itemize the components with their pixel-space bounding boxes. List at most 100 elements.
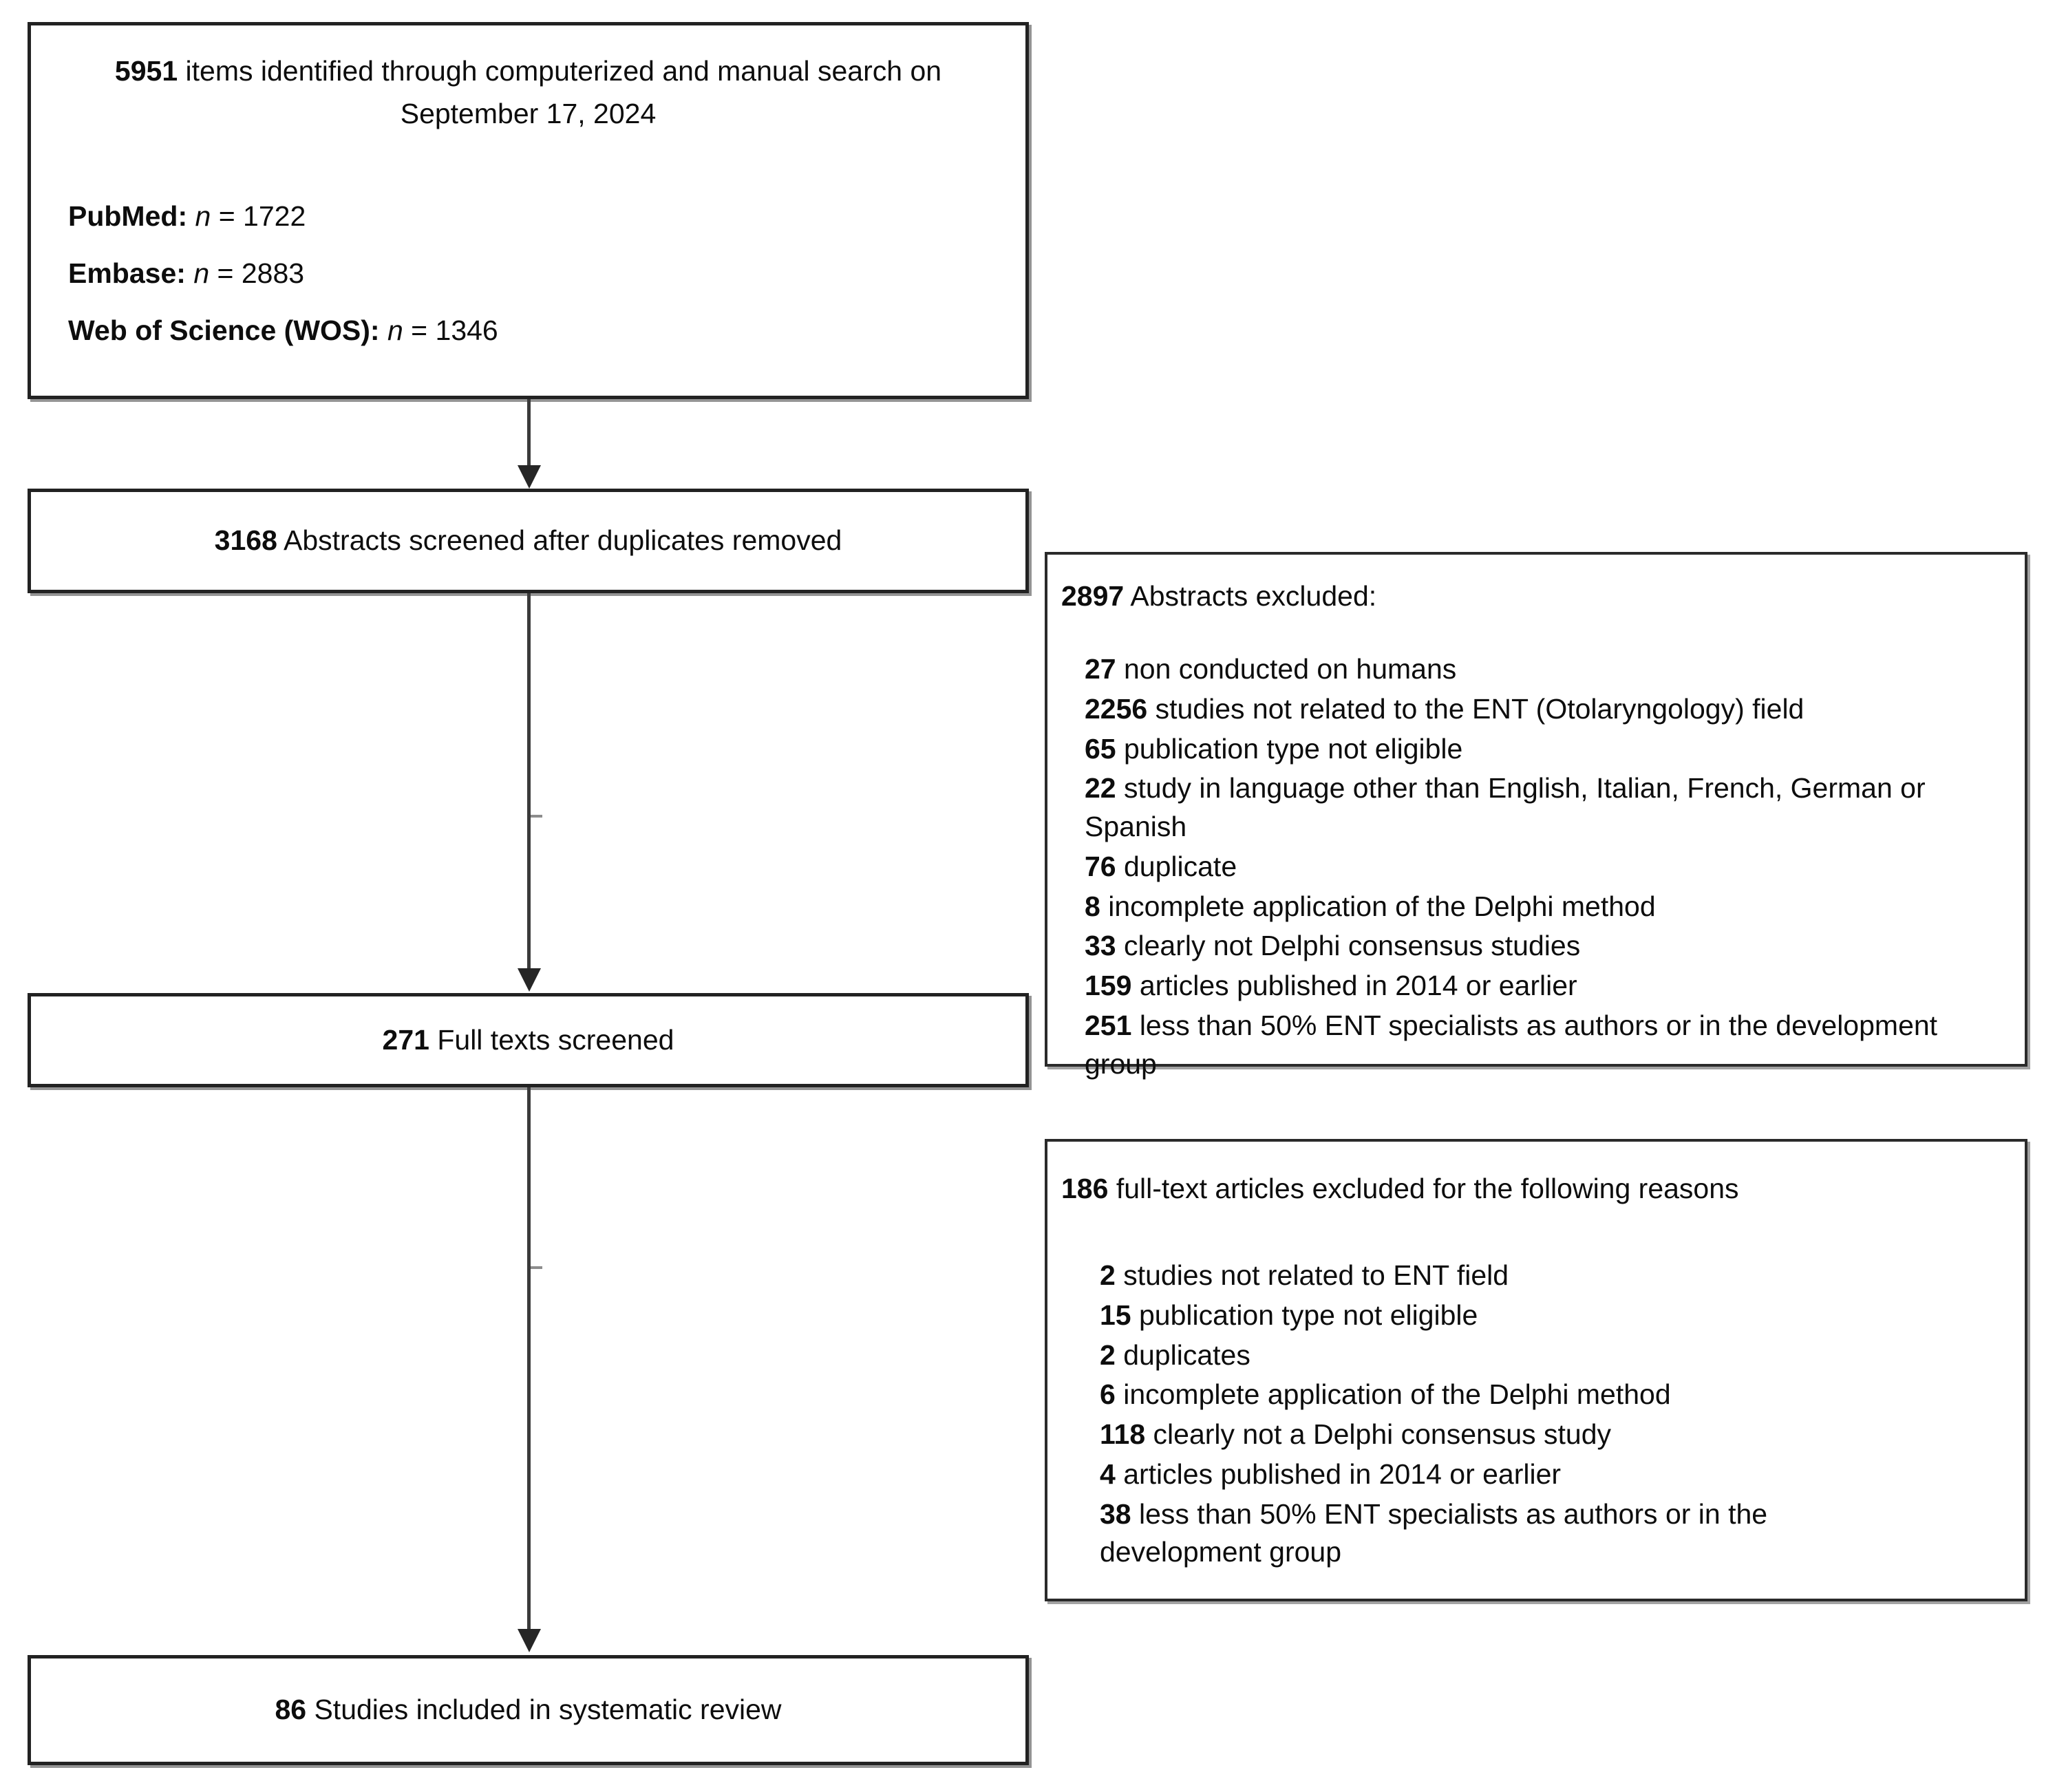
fulltexts-excluded-heading: 186 full-text articles excluded for the … <box>1061 1173 2010 1204</box>
abstracts-excluded-reason: 27 non conducted on humans <box>1085 650 2010 689</box>
connector-abstracts-to-fulltexts <box>527 593 531 970</box>
abstracts-excluded-heading: 2897 Abstracts excluded: <box>1061 580 2010 612</box>
reason-count: 251 <box>1085 1009 1132 1041</box>
database-name-embase: Embase <box>68 257 177 289</box>
abstracts-screened-count: 3168 <box>214 524 277 557</box>
abstracts-screened-box: 3168 Abstracts screened after duplicates… <box>28 489 1029 593</box>
reason-count: 118 <box>1100 1418 1146 1451</box>
reason-text: duplicates <box>1115 1338 1250 1371</box>
connector-identification-to-abstracts <box>527 399 531 467</box>
fulltexts-excluded-panel: 186 full-text articles excluded for the … <box>1045 1139 2027 1601</box>
database-value-pubmed: 1722 <box>243 200 306 232</box>
database-n-label-embase: n <box>193 257 210 289</box>
reason-count: 65 <box>1085 732 1116 765</box>
database-eq-pubmed: = <box>211 200 244 232</box>
database-name-pubmed: PubMed <box>68 200 178 232</box>
database-value-wos: 1346 <box>435 314 498 346</box>
connector-tick-lower <box>531 1266 542 1269</box>
reason-text: incomplete application of the Delphi met… <box>1100 890 1656 922</box>
fulltexts-screened-count: 271 <box>382 1023 429 1056</box>
database-row-embase: Embase: n = 2883 <box>68 259 988 288</box>
connector-tick-upper <box>531 815 542 818</box>
reason-count: 4 <box>1100 1458 1116 1490</box>
connector-fulltexts-to-included <box>527 1087 531 1631</box>
abstracts-excluded-reason: 251 less than 50% ENT specialists as aut… <box>1085 1007 2010 1084</box>
database-eq-embase: = <box>209 257 242 289</box>
fulltexts-excluded-count: 186 <box>1061 1173 1109 1204</box>
abstracts-excluded-reason-list: 27 non conducted on humans 2256 studies … <box>1061 650 2010 1083</box>
database-separator-wos: : <box>370 314 387 346</box>
reason-count: 6 <box>1100 1378 1116 1411</box>
reason-text: non conducted on humans <box>1116 653 1457 685</box>
fulltexts-excluded-reason: 38 less than 50% ENT specialists as auth… <box>1100 1495 2010 1572</box>
database-name-wos: Web of Science (WOS) <box>68 314 370 346</box>
reason-text: studies not related to the ENT (Otolaryn… <box>1147 692 1804 725</box>
reason-text: duplicate <box>1116 850 1237 882</box>
reason-text: publication type not eligible <box>1131 1299 1478 1331</box>
database-separator-embase: : <box>176 257 194 289</box>
arrowhead-fulltexts-to-included <box>518 1629 541 1652</box>
reason-text: studies not related to ENT field <box>1115 1259 1509 1292</box>
fulltexts-excluded-reason: 2 studies not related to ENT field <box>1100 1257 2010 1295</box>
reason-count: 27 <box>1085 653 1116 685</box>
reason-count: 159 <box>1085 970 1132 1002</box>
reason-count: 38 <box>1100 1497 1131 1530</box>
reason-text: publication type not eligible <box>1116 732 1463 765</box>
database-n-label-wos: n <box>387 314 403 346</box>
database-counts-list: PubMed: n = 1722 Embase: n = 2883 Web of… <box>68 202 988 345</box>
abstracts-excluded-reason: 22 study in language other than English,… <box>1085 769 2010 846</box>
fulltexts-screened-box: 271 Full texts screened <box>28 993 1029 1087</box>
reason-count: 33 <box>1085 930 1116 962</box>
reason-text: less than 50% ENT specialists as authors… <box>1085 1009 1938 1080</box>
database-eq-wos: = <box>403 314 436 346</box>
reason-text: clearly not Delphi consensus studies <box>1116 930 1581 962</box>
reason-count: 2256 <box>1085 692 1148 725</box>
reason-text: less than 50% ENT specialists as authors… <box>1100 1497 1768 1568</box>
abstracts-excluded-reason: 65 publication type not eligible <box>1085 730 2010 769</box>
database-value-embase: 2883 <box>241 257 305 289</box>
fulltexts-excluded-reason: 4 articles published in 2014 or earlier <box>1100 1455 2010 1494</box>
reason-count: 15 <box>1100 1299 1131 1331</box>
fulltexts-excluded-reason: 118 clearly not a Delphi consensus study <box>1100 1416 2010 1454</box>
abstracts-excluded-count: 2897 <box>1061 580 1125 612</box>
fulltexts-excluded-reason: 2 duplicates <box>1100 1336 2010 1375</box>
fulltexts-screened-label: 271 Full texts screened <box>383 1018 674 1063</box>
fulltexts-excluded-heading-text: full-text articles excluded for the foll… <box>1108 1173 1739 1204</box>
reason-text: articles published in 2014 or earlier <box>1131 970 1577 1002</box>
identification-count: 5951 <box>114 55 178 87</box>
abstracts-screened-text: Abstracts screened after duplicates remo… <box>277 524 842 557</box>
included-studies-count: 86 <box>275 1694 307 1726</box>
fulltexts-excluded-reason-list: 2 studies not related to ENT field 15 pu… <box>1061 1257 2010 1572</box>
abstracts-excluded-heading-text: Abstracts excluded: <box>1124 580 1377 612</box>
identification-box: 5951 items identified through computeriz… <box>28 22 1029 399</box>
included-studies-box: 86 Studies included in systematic review <box>28 1655 1029 1765</box>
reason-count: 76 <box>1085 850 1116 882</box>
reason-text: clearly not a Delphi consensus study <box>1145 1418 1612 1451</box>
abstracts-excluded-panel: 2897 Abstracts excluded: 27 non conducte… <box>1045 552 2027 1080</box>
database-row-wos: Web of Science (WOS): n = 1346 <box>68 317 988 345</box>
reason-text: incomplete application of the Delphi met… <box>1115 1378 1671 1411</box>
identification-headline: 5951 items identified through computeriz… <box>68 50 988 135</box>
fulltexts-excluded-reason: 15 publication type not eligible <box>1100 1297 2010 1335</box>
reason-count: 2 <box>1100 1338 1116 1371</box>
identification-headline-text: items identified through computerized an… <box>178 55 942 129</box>
reason-text: study in language other than English, It… <box>1085 772 1926 843</box>
abstracts-screened-label: 3168 Abstracts screened after duplicates… <box>215 519 842 563</box>
reason-text: articles published in 2014 or earlier <box>1115 1458 1562 1490</box>
abstracts-excluded-reason: 159 articles published in 2014 or earlie… <box>1085 967 2010 1005</box>
arrowhead-identification-to-abstracts <box>518 465 541 489</box>
fulltexts-screened-text: Full texts screened <box>429 1023 674 1056</box>
fulltexts-excluded-reason: 6 incomplete application of the Delphi m… <box>1100 1376 2010 1414</box>
arrowhead-abstracts-to-fulltexts <box>518 968 541 992</box>
database-row-pubmed: PubMed: n = 1722 <box>68 202 988 231</box>
database-n-label-pubmed: n <box>195 200 211 232</box>
reason-count: 2 <box>1100 1259 1116 1292</box>
database-separator-pubmed: : <box>178 200 195 232</box>
abstracts-excluded-reason: 2256 studies not related to the ENT (Oto… <box>1085 690 2010 729</box>
included-studies-text: Studies included in systematic review <box>306 1694 782 1726</box>
abstracts-excluded-reason: 8 incomplete application of the Delphi m… <box>1085 888 2010 926</box>
reason-count: 22 <box>1085 772 1116 804</box>
included-studies-label: 86 Studies included in systematic review <box>275 1688 781 1732</box>
abstracts-excluded-reason: 76 duplicate <box>1085 848 2010 886</box>
reason-count: 8 <box>1085 890 1100 922</box>
